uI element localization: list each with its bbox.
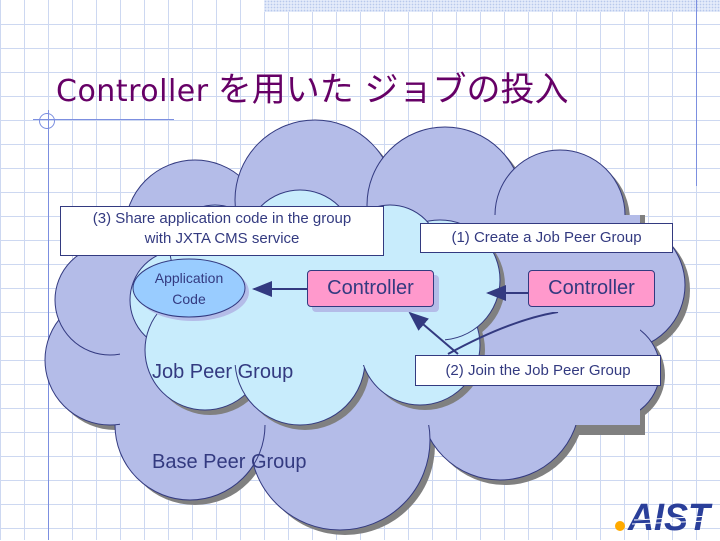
app-code-ellipse [132, 258, 246, 318]
slide-title: Controller を用いた ジョブの投入 [56, 62, 569, 111]
callout-step-2: (2) Join the Job Peer Group [415, 355, 661, 386]
callout-step-3-line2: with JXTA CMS service [144, 230, 300, 247]
decorative-vertical-line-left [48, 110, 49, 540]
decorative-circle-icon [39, 113, 55, 129]
logo-dot [615, 521, 625, 531]
base-peer-group-label: Base Peer Group [152, 451, 307, 473]
title-japanese: を用いた ジョブの投入 [217, 70, 569, 110]
app-code-line1: Application [154, 270, 224, 286]
controller-right: Controller [528, 270, 655, 307]
decorative-horizontal-line [33, 119, 174, 120]
arrow-join-group [408, 311, 459, 355]
aist-logo: AIST [612, 494, 717, 541]
app-code-label: Application Code [133, 268, 245, 310]
controller-left: Controller [307, 270, 434, 307]
job-peer-group-label: Job Peer Group [152, 361, 294, 383]
callout-step-3-line1: (3) Share application code in the group [92, 210, 352, 227]
callout-step-3: (3) Share application code in the group … [60, 206, 384, 256]
title-latin: Controller [56, 74, 209, 109]
callout-step-1: (1) Create a Job Peer Group [420, 223, 673, 253]
aist-logo-graphic: AIST [615, 497, 713, 539]
connector-join [447, 311, 559, 355]
decorative-vertical-line-right [696, 0, 697, 186]
app-code-line2: Code [172, 291, 206, 307]
top-decorative-band [264, 0, 720, 12]
